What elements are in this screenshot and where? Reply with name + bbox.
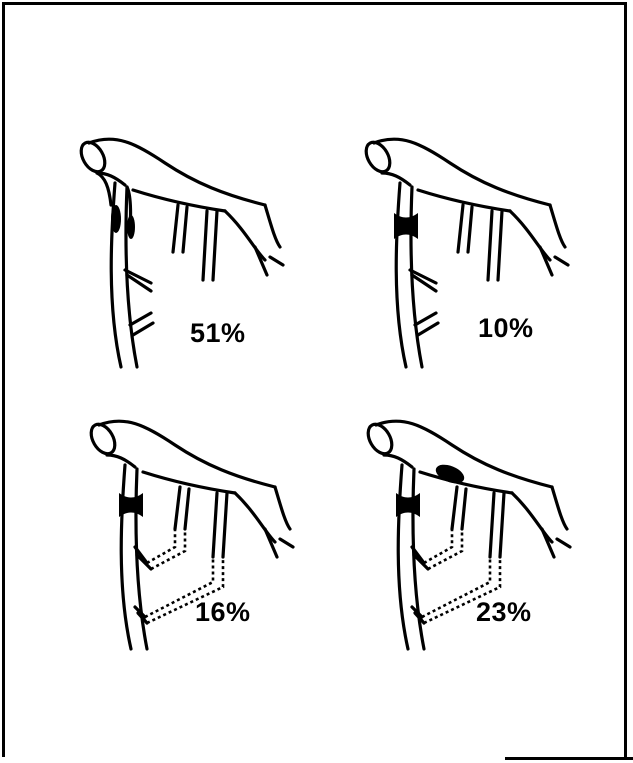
coronary-artery [86,420,293,649]
coronary-artery [363,420,570,649]
lesion [119,493,143,517]
percent-label: 51% [190,318,246,349]
bottom-rule [505,757,633,760]
percent-label: 10% [478,313,534,344]
coronary-artery [361,138,568,367]
coronary-artery [76,138,283,367]
lesion [127,215,135,239]
artery-diagram-2 [360,135,590,375]
lesions [394,213,418,239]
lesion [111,205,121,233]
lesion [396,493,420,517]
lesion [394,213,418,239]
lesions [119,493,143,517]
percent-label: 23% [476,597,532,628]
percent-label: 16% [195,597,251,628]
